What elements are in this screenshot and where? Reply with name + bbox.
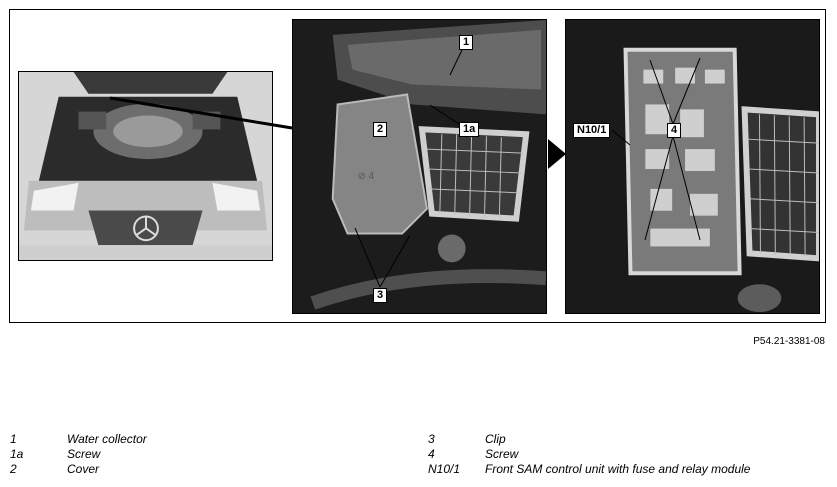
callout-water-collector: 1 — [459, 35, 474, 50]
callout-cover: 2 — [373, 122, 388, 137]
figure-id: P54.21-3381-08 — [753, 336, 825, 347]
legend-row: 2 Cover — [10, 462, 147, 477]
legend-desc: Cover — [67, 462, 100, 476]
detail-photo-right — [565, 19, 820, 314]
legend-left: 1 Water collector 1a Screw 2 Cover — [10, 432, 147, 477]
car-overview-photo — [18, 71, 273, 261]
legend-key: 1 — [10, 432, 17, 446]
legend-row: 3 Clip — [428, 432, 750, 447]
legend-key: 3 — [428, 432, 435, 446]
legend-desc: Front SAM control unit with fuse and rel… — [485, 462, 751, 476]
legend-key: 4 — [428, 447, 435, 461]
legend-row: 1a Screw — [10, 447, 147, 462]
legend-row: 4 Screw — [428, 447, 750, 462]
legend-key: 2 — [10, 462, 17, 476]
callout-sam-unit: N10/1 — [573, 123, 611, 138]
detail-photo-left: ⊘ 4 — [292, 19, 547, 314]
legend-row: N10/1 Front SAM control unit with fuse a… — [428, 462, 750, 477]
callout-clip: 3 — [373, 288, 388, 303]
legend-desc: Screw — [485, 447, 519, 461]
legend-key: 1a — [10, 447, 24, 461]
legend-desc: Water collector — [67, 432, 147, 446]
legend-right: 3 Clip 4 Screw N10/1 Front SAM control u… — [428, 432, 750, 477]
svg-text:⊘ 4: ⊘ 4 — [357, 171, 374, 182]
callout-screw-1a: 1a — [459, 122, 480, 137]
legend-key: N10/1 — [428, 462, 461, 476]
legend-row: 1 Water collector — [10, 432, 147, 447]
legend-desc: Clip — [485, 432, 506, 446]
arrow-right-icon — [548, 139, 566, 169]
callout-screw-4: 4 — [667, 123, 682, 138]
legend-desc: Screw — [67, 447, 101, 461]
